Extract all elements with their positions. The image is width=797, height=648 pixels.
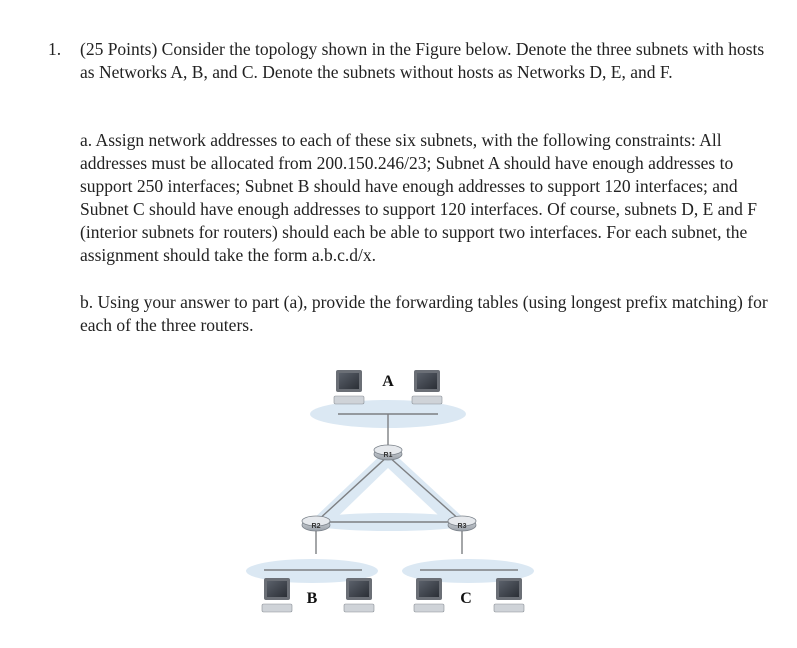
subnet-c-label: C: [460, 590, 472, 607]
question-part-a: a. Assign network addresses to each of t…: [80, 130, 758, 265]
computer-icon: [493, 578, 525, 613]
subnet-a-label: A: [382, 373, 394, 390]
router-r3: R3: [447, 515, 477, 532]
link-lines: [264, 413, 518, 571]
router-r2: R2: [301, 515, 331, 532]
network-topology-figure: R1 R2 R3 A B C: [246, 370, 534, 613]
computer-icon: [343, 578, 375, 613]
router-r1: R1: [373, 444, 403, 461]
subnet-b-cloud: [246, 559, 378, 583]
subnet-f-cloud: [388, 448, 468, 528]
router-r2-label: R2: [312, 523, 321, 530]
router-r1-label: R1: [384, 452, 393, 459]
question-number: 1.: [48, 39, 62, 59]
question-intro: (25 Points) Consider the topology shown …: [80, 39, 765, 82]
computer-icon: [413, 578, 445, 613]
question-part-b: b. Using your answer to part (a), provid…: [80, 292, 768, 335]
computer-icon: [411, 370, 443, 405]
subnet-b-label: B: [307, 590, 318, 607]
subnet-d-cloud: [310, 448, 388, 528]
subnet-c-cloud: [402, 559, 534, 583]
computer-icon: [261, 578, 293, 613]
router-r3-label: R3: [458, 523, 467, 530]
computer-icon: [333, 370, 365, 405]
